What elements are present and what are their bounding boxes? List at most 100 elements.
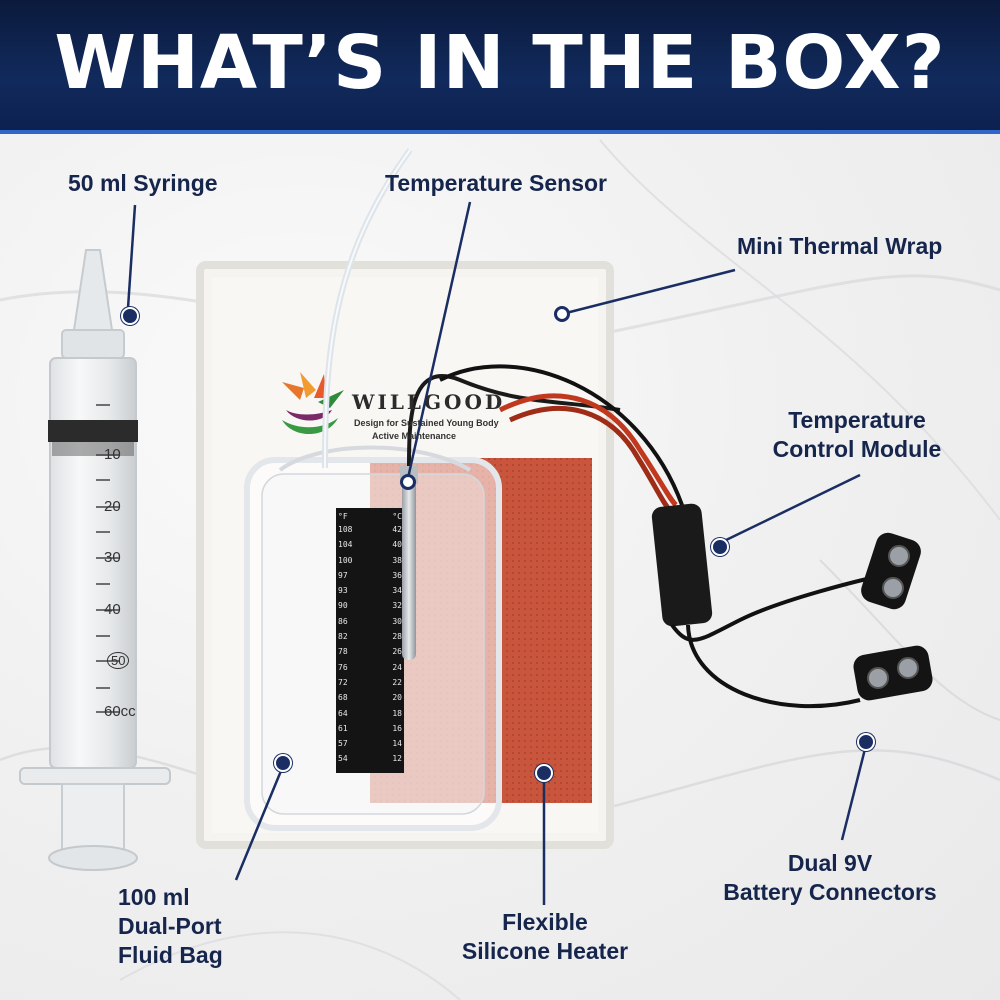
callout-thermal-wrap: Mini Thermal Wrap: [737, 233, 943, 259]
callout-fluid-bag-line-3: Fluid Bag: [118, 941, 223, 968]
leader-connectors: [840, 744, 868, 841]
fahrenheit-value: 78: [338, 647, 348, 657]
fahrenheit-value: 93: [338, 586, 348, 596]
thermometer-row: 78 26: [338, 647, 402, 662]
celsius-value: 24: [392, 662, 402, 672]
leader-bag: [234, 765, 285, 881]
leader-module: [721, 473, 861, 544]
callout-silicone-heater-line-2: Silicone Heater: [461, 937, 629, 964]
celsius-value: 40: [392, 540, 402, 550]
thermometer-row: 86 30: [338, 617, 402, 632]
celsius-value: 26: [392, 647, 402, 657]
control-module-body: [651, 503, 886, 709]
celsius-value: 36: [392, 570, 402, 580]
brand-tagline-2: Active Maintenance: [372, 431, 457, 441]
marker-sensor: [400, 474, 416, 490]
fahrenheit-value: 82: [338, 632, 348, 642]
marker-syringe: [121, 307, 139, 325]
temperature-probe: [400, 374, 621, 660]
brand-name: WILLGOOD: [352, 390, 506, 414]
celsius-value: 18: [392, 708, 402, 718]
fahrenheit-value: 61: [338, 723, 348, 733]
callout-control-module-line-2: Control Module: [772, 435, 942, 462]
thermometer-row: 64 18: [338, 709, 402, 724]
fahrenheit-value: 72: [338, 677, 348, 687]
celsius-value: 32: [392, 601, 402, 611]
callout-battery-connectors-line-2: Battery Connectors: [723, 878, 937, 905]
fahrenheit-value: 64: [338, 708, 348, 718]
syringe-scale-label: 10: [104, 446, 121, 463]
syringe-scale-label: 60cc: [104, 703, 136, 720]
celsius-value: 38: [392, 555, 402, 565]
banner-title: WHAT’S IN THE BOX?: [54, 20, 946, 106]
thermometer-row: 72 22: [338, 678, 402, 693]
thermometer-row: 57 14: [338, 739, 402, 754]
callout-temperature-sensor: Temperature Sensor: [385, 170, 607, 196]
fahrenheit-value: 57: [338, 739, 348, 749]
thermometer-row: 108 42: [338, 525, 402, 540]
celsius-value: 12: [392, 754, 402, 764]
celsius-value: 20: [392, 693, 402, 703]
thermometer-row: 97 36: [338, 571, 402, 586]
callout-control-module: Temperature Control Module: [762, 406, 952, 464]
heater-cable-red: [498, 393, 678, 507]
fahrenheit-header: °F: [338, 512, 348, 521]
thermometer-row: 68 20: [338, 693, 402, 708]
callout-battery-connectors-line-1: Dual 9V: [787, 850, 873, 876]
syringe-scale-label: 50: [107, 652, 130, 669]
fahrenheit-value: 68: [338, 693, 348, 703]
fahrenheit-value: 54: [338, 754, 348, 764]
thermometer-row: 104 40: [338, 540, 402, 555]
leader-sensor: [406, 201, 472, 479]
marker-silicone-heater: [535, 764, 553, 782]
callout-silicone-heater-line-1: Flexible: [502, 909, 588, 935]
celsius-value: 30: [392, 616, 402, 626]
callout-control-module-line-1: Temperature: [788, 407, 926, 433]
fahrenheit-value: 104: [338, 540, 353, 550]
celsius-value: 16: [392, 723, 402, 733]
thermometer-row: 76 24: [338, 663, 402, 678]
thermometer-strip: [336, 508, 404, 773]
marker-wrap: [554, 306, 570, 322]
marker-control-module: [711, 538, 729, 556]
fahrenheit-value: 108: [338, 525, 353, 534]
fahrenheit-value: 90: [338, 601, 348, 611]
leader-syringe: [126, 204, 137, 309]
syringe-scale-label: 30: [104, 549, 121, 566]
syringe-scale-label: 20: [104, 498, 121, 515]
callout-fluid-bag-line-1: 100 ml: [118, 884, 190, 910]
fahrenheit-value: 86: [338, 616, 348, 626]
celsius-value: 42: [392, 525, 402, 534]
brand-tagline-1: Design for Sustained Young Body: [354, 418, 499, 428]
thermometer-row: 100 38: [338, 556, 402, 571]
battery-snap-2: [853, 645, 933, 701]
callout-silicone-heater: Flexible Silicone Heater: [440, 908, 650, 966]
thermometer-row: 90 32: [338, 601, 402, 616]
thermometer-readings: °F °C 108 42 104 40 100 38 97 36 93 34 90 32 86 30 82 2…: [338, 512, 402, 770]
thermometer-row: 54 12: [338, 754, 402, 769]
thermometer-row: 61 16: [338, 724, 402, 739]
syringe-scale: 10 20 30 40 50 60cc: [104, 0, 154, 1000]
fahrenheit-value: 97: [338, 570, 348, 580]
syringe-scale-label: 40: [104, 601, 121, 618]
fahrenheit-value: 76: [338, 662, 348, 672]
celsius-value: 14: [392, 739, 402, 749]
celsius-value: 22: [392, 677, 402, 687]
thermometer-row: 93 34: [338, 586, 402, 601]
thermometer-row: 82 28: [338, 632, 402, 647]
callout-syringe: 50 ml Syringe: [68, 170, 218, 196]
callout-fluid-bag: 100 ml Dual-Port Fluid Bag: [118, 883, 223, 969]
fahrenheit-value: 100: [338, 555, 353, 565]
leader-wrap: [565, 268, 736, 315]
celsius-header: °C: [392, 512, 402, 521]
battery-snap-1: [861, 532, 921, 610]
marker-battery-connectors: [857, 733, 875, 751]
callout-battery-connectors: Dual 9V Battery Connectors: [710, 849, 950, 907]
callout-fluid-bag-line-2: Dual-Port: [118, 912, 222, 939]
marker-fluid-bag: [274, 754, 292, 772]
header-banner: WHAT’S IN THE BOX?: [0, 0, 1000, 134]
celsius-value: 28: [392, 632, 402, 642]
celsius-value: 34: [392, 586, 402, 596]
